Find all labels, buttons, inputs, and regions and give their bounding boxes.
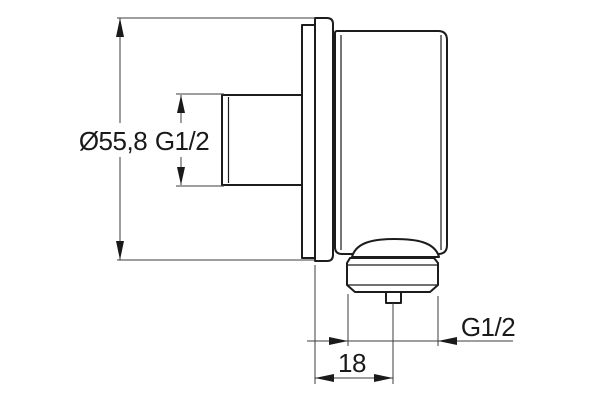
arrow-left-icon	[315, 374, 334, 382]
inlet-thread-label: G1/2	[155, 126, 209, 156]
arrow-left-icon	[438, 337, 457, 345]
arrow-right-icon	[329, 337, 348, 345]
outlet-offset-label: 18	[338, 348, 366, 378]
dim-outlet-thread: G1/2	[307, 294, 516, 346]
outlet-thread-label: G1/2	[461, 312, 515, 342]
dome-shoulder	[351, 238, 440, 258]
dim-flange-diameter: Ø55,8	[79, 17, 315, 261]
dimension-annotations: Ø55,8 G1/2 G1/2 18	[79, 17, 516, 384]
outlet-nub	[385, 291, 402, 304]
union-nut	[346, 257, 439, 293]
flange-ring	[314, 17, 334, 262]
arrow-up-icon	[177, 95, 185, 113]
inlet-pipe	[221, 94, 303, 186]
wall-plate	[301, 24, 316, 259]
arrow-up-icon	[116, 18, 124, 37]
arrow-down-icon	[177, 167, 185, 185]
body-shell	[334, 30, 448, 255]
dim-inlet-thread: G1/2	[155, 93, 224, 187]
part-geometry	[221, 17, 448, 304]
arrow-down-icon	[116, 241, 124, 260]
arrow-right-icon	[374, 374, 393, 382]
flange-diameter-label: Ø55,8	[79, 126, 147, 156]
dim-outlet-offset: 18	[314, 265, 394, 384]
